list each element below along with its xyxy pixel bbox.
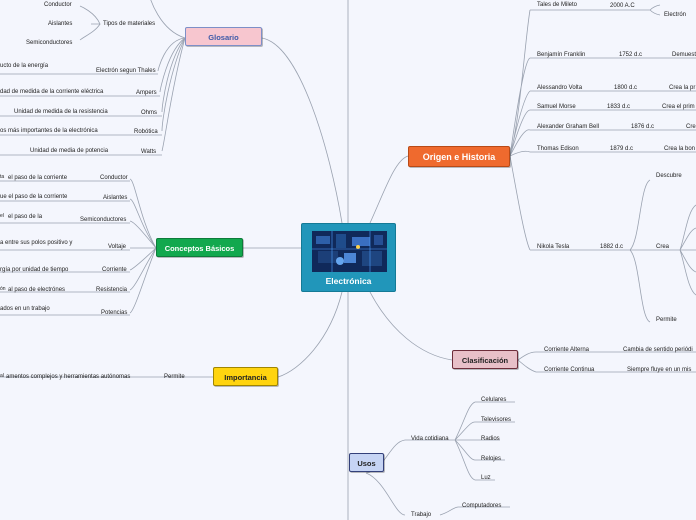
usos-radios[interactable]: Radios: [481, 436, 500, 442]
concepto-potencias[interactable]: Potencias: [101, 310, 128, 316]
glosario-tipo-semiconductores[interactable]: Semiconductores: [26, 40, 73, 46]
concepto-corriente[interactable]: Corriente: [102, 267, 127, 273]
usos-vida-cotidiana[interactable]: Vida cotidiana: [411, 436, 449, 442]
concepto-aislantes[interactable]: Aislantes: [103, 195, 128, 201]
concepto-conductor[interactable]: Conductor: [100, 175, 128, 181]
importancia-prefix: al: [0, 373, 4, 379]
origen-morse-name[interactable]: Samuel Morse: [537, 104, 576, 110]
origen-franklin-name[interactable]: Benjamín Franklin: [537, 52, 586, 58]
concepto-resistencia-prefix: ón: [0, 286, 6, 292]
usos-relojes[interactable]: Relojes: [481, 456, 502, 462]
central-topic-electronica[interactable]: Electrónica: [301, 223, 396, 292]
glosario-term-ampers[interactable]: Ampers: [136, 90, 157, 96]
usos-luz[interactable]: Luz: [481, 475, 491, 481]
origen-edison-name[interactable]: Thomas Edison: [537, 146, 579, 152]
concepto-conductor-prefix: ta: [0, 174, 5, 180]
origen-tesla-descubre[interactable]: Descubre: [656, 173, 682, 179]
origen-tesla-date[interactable]: 1882 d.c: [600, 244, 624, 250]
importancia-desc: amentos complejos y herramientas autónom…: [6, 374, 131, 380]
concepto-resistencia-desc: al paso de electrónes: [8, 287, 66, 293]
usos-trabajo[interactable]: Trabajo: [411, 512, 432, 518]
glosario-term-electron[interactable]: Electrón segun Thales: [96, 68, 156, 74]
origen-historia-node[interactable]: Origen e Historia: [408, 146, 510, 167]
origen-bell-name[interactable]: Alexander Graham Bell: [537, 124, 600, 130]
usos-computadores[interactable]: Computadores: [462, 503, 502, 509]
glosario-desc-watts: Unidad de media de potencia: [30, 148, 109, 154]
clasificacion-continua-desc: Siempre fluye en un mis: [627, 367, 692, 373]
glosario-tipo-aislantes[interactable]: Aislantes: [48, 21, 73, 27]
glosario-tipos-materiales[interactable]: Tipos de materiales: [103, 21, 156, 27]
usos-celulares[interactable]: Celulares: [481, 397, 507, 403]
concepto-resistencia[interactable]: Resistencia: [96, 287, 128, 293]
origen-morse-date[interactable]: 1833 d.c: [607, 104, 631, 110]
central-topic-title: Electrónica: [325, 276, 372, 286]
origen-tesla-name[interactable]: Nikola Tesla: [537, 244, 570, 250]
importancia-node[interactable]: Importancia: [213, 367, 278, 386]
glosario-term-robotica[interactable]: Robótica: [134, 129, 158, 135]
glosario-term-ohms[interactable]: Ohms: [141, 110, 158, 116]
concepto-semiconductores-desc: el paso de la: [8, 214, 43, 220]
concepto-voltaje[interactable]: Voltaje: [108, 244, 127, 250]
glosario-desc-ohms: Unidad de medida de la resistencia: [14, 109, 108, 115]
concepto-semiconductores-prefix: el: [0, 213, 4, 219]
origen-tesla-crea[interactable]: Crea: [656, 244, 670, 250]
glosario-desc-ampers: dad de medida de la corriente eléctrica: [0, 89, 104, 95]
concepto-aislantes-desc: ue el paso de la corriente: [0, 194, 68, 200]
origen-franklin-date[interactable]: 1752 d.c: [619, 52, 643, 58]
concepto-semiconductores[interactable]: Semiconductores: [80, 217, 127, 223]
origen-tesla-permite[interactable]: Permite: [656, 317, 677, 323]
origen-volta-date[interactable]: 1800 d.c: [614, 85, 638, 91]
clasificacion-alterna-desc: Cambia de sentido periódi: [623, 347, 693, 353]
concepto-potencias-desc: ados en un trabajo: [0, 306, 50, 312]
glosario-desc-electron: ucto de la energía: [0, 63, 49, 69]
circuit-board-image: [312, 231, 387, 272]
concepto-voltaje-desc: a entre sus polos positivo y: [0, 240, 73, 246]
clasificacion-continua[interactable]: Corriente Continua: [544, 367, 595, 373]
glosario-desc-robotica: os más importantes de la electrónica: [0, 128, 98, 134]
clasificacion-node[interactable]: Clasificación: [452, 350, 518, 369]
origen-franklin-extra[interactable]: Demuest: [672, 52, 696, 58]
origen-edison-date[interactable]: 1879 d.c: [610, 146, 634, 152]
origen-tales-electron[interactable]: Electrón: [664, 12, 687, 18]
origen-tales-date[interactable]: 2000 A.C: [610, 3, 635, 9]
origen-volta-name[interactable]: Alessandro Volta: [537, 85, 583, 91]
origen-bell-extra[interactable]: Cre: [686, 124, 696, 130]
importancia-permite[interactable]: Permite: [164, 374, 185, 380]
origen-tales-name[interactable]: Tales de Mileto: [537, 2, 578, 8]
origen-edison-extra[interactable]: Crea la bon: [664, 146, 696, 152]
origen-morse-extra[interactable]: Crea el prim: [662, 104, 695, 110]
concepto-corriente-desc: rgía por unidad de tiempo: [0, 267, 69, 273]
glosario-tipo-conductor[interactable]: Conductor: [44, 2, 72, 8]
clasificacion-alterna[interactable]: Corriente Alterna: [544, 347, 590, 353]
usos-televisores[interactable]: Televisores: [481, 417, 512, 423]
glosario-node[interactable]: Glosario: [185, 27, 262, 46]
circuit-board-graphic: [312, 231, 387, 272]
usos-node[interactable]: Usos: [349, 453, 384, 472]
origen-volta-extra[interactable]: Crea la pr: [669, 85, 696, 91]
concepto-conductor-desc: el paso de la corriente: [8, 175, 68, 181]
conceptos-basicos-node[interactable]: Conceptos Básicos: [156, 238, 243, 257]
glosario-term-watts[interactable]: Watts: [141, 149, 157, 155]
origen-bell-date[interactable]: 1876 d.c: [631, 124, 655, 130]
